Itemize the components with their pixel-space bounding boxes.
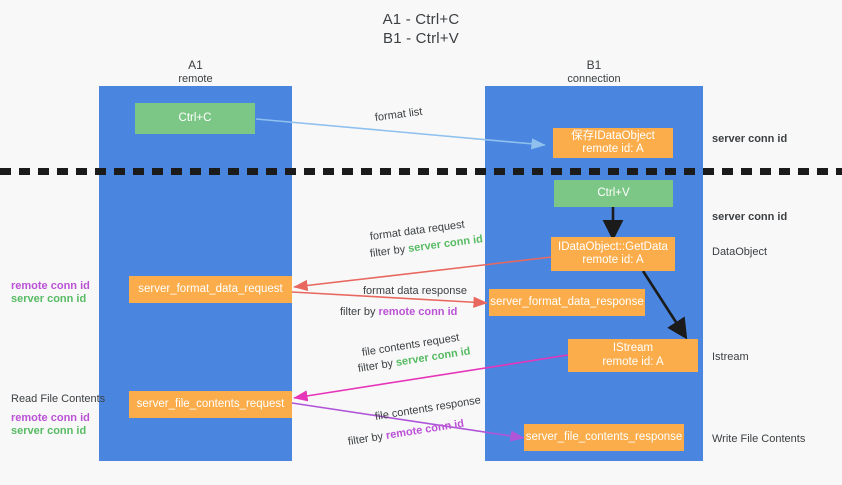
- edge-label-format-data-response: format data response: [363, 284, 467, 298]
- node-server-file-contents-request-line1: server_file_contents_request: [136, 397, 285, 410]
- node-server-format-data-request-line1: server_format_data_request: [138, 282, 283, 295]
- node-istream-line2: remote id: A: [602, 355, 664, 368]
- edge-label-file-contents-response-filter: filter by remote conn id: [347, 417, 465, 449]
- node-idataobject-getdata[interactable]: IDataObject::GetData remote id: A: [551, 237, 675, 271]
- node-save-idataobject-line1: 保存IDataObject: [571, 129, 655, 142]
- edge-label-format-list: format list: [374, 105, 423, 125]
- filter-by-prefix-4: filter by: [347, 430, 387, 448]
- label-dataobject: DataObject: [712, 246, 768, 258]
- remote-conn-id-inline-2: remote conn id: [385, 417, 465, 442]
- column-b1-name: B1: [586, 58, 602, 72]
- node-istream[interactable]: IStream remote id: A: [568, 339, 698, 372]
- page-title: A1 - Ctrl+C B1 - Ctrl+V: [0, 10, 842, 48]
- edge-label-format-data-response-filter: filter by remote conn id: [340, 305, 457, 319]
- remote-conn-id-inline-1: remote conn id: [378, 306, 458, 318]
- label-read-file-contents: Read File Contents: [11, 393, 106, 405]
- node-idataobject-getdata-line1: IDataObject::GetData: [558, 240, 668, 253]
- node-server-format-data-response-line1: server_format_data_response: [490, 295, 644, 308]
- column-header-a1: A1 remote: [99, 58, 292, 86]
- node-server-format-data-response[interactable]: server_format_data_response: [489, 289, 645, 316]
- label-istream: Istream: [712, 351, 749, 363]
- filter-by-prefix-1: filter by: [369, 243, 409, 260]
- node-idataobject-getdata-line2: remote id: A: [582, 254, 644, 266]
- label-server-conn-id-top: server conn id: [712, 133, 788, 145]
- label-server-conn-id-mid: server conn id: [712, 211, 788, 223]
- node-ctrl-v[interactable]: Ctrl+V: [554, 180, 673, 207]
- column-a1-role: remote: [178, 73, 213, 85]
- node-server-format-data-request[interactable]: server_format_data_request: [129, 276, 292, 303]
- node-ctrl-c[interactable]: Ctrl+C: [135, 103, 255, 134]
- node-save-idataobject[interactable]: 保存IDataObject remote id: A: [553, 128, 673, 158]
- node-server-file-contents-request[interactable]: server_file_contents_request: [129, 391, 292, 418]
- node-ctrl-v-line1: Ctrl+V: [597, 186, 630, 199]
- column-a1-name: A1: [188, 58, 203, 72]
- filter-by-prefix-2: filter by: [340, 306, 379, 318]
- label-remote-conn-id-2: remote conn id: [11, 412, 90, 424]
- label-server-conn-id-1: server conn id: [11, 293, 87, 305]
- node-save-idataobject-line2: remote id: A: [582, 143, 644, 155]
- node-istream-line1: IStream: [612, 342, 654, 354]
- label-remote-conn-id-1: remote conn id: [11, 280, 90, 292]
- label-write-file-contents: Write File Contents: [712, 433, 806, 445]
- label-server-conn-id-2: server conn id: [11, 425, 87, 437]
- node-server-file-contents-response-line1: server_file_contents_response: [525, 430, 683, 443]
- node-server-file-contents-response[interactable]: server_file_contents_response: [524, 424, 684, 451]
- edge-label-file-contents-response: file contents response: [374, 393, 482, 424]
- node-ctrl-c-line1: Ctrl+C: [178, 111, 212, 124]
- column-header-b1: B1 connection: [485, 58, 703, 86]
- edge-label-file-contents-response-text: file contents response: [374, 394, 482, 423]
- title-line-2: B1 - Ctrl+V: [383, 30, 459, 47]
- title-line-1: A1 - Ctrl+C: [382, 11, 460, 28]
- edge-label-format-data-response-text: format data response: [363, 285, 467, 297]
- column-b1-role: connection: [567, 73, 621, 85]
- phase-divider: [0, 168, 842, 175]
- edge-label-format-list-text: format list: [374, 105, 424, 124]
